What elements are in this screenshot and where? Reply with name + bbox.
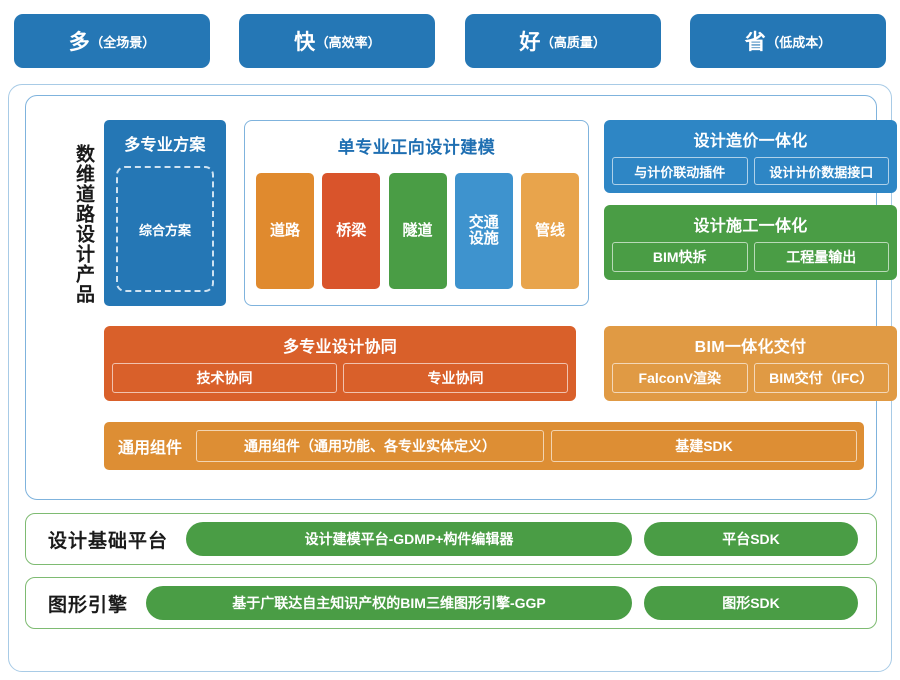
cost-integration-panel[interactable]: 设计造价一体化 与计价联动插件 设计计价数据接口 bbox=[604, 120, 897, 193]
banner-item-2-small: （高质量） bbox=[540, 34, 606, 50]
integration-column: 设计造价一体化 与计价联动插件 设计计价数据接口 设计施工一体化 BIM快拆 工… bbox=[604, 120, 897, 280]
common-components-chip-1[interactable]: 基建SDK bbox=[551, 430, 857, 462]
discipline-item-road[interactable]: 道路 bbox=[256, 173, 314, 289]
cost-integration-chip-1[interactable]: 设计计价数据接口 bbox=[753, 157, 889, 185]
discipline-item-tunnel[interactable]: 隧道 bbox=[388, 173, 447, 289]
mono-discipline-modeling-title: 单专业正向设计建模 bbox=[337, 138, 496, 157]
product-row-modeling: 多专业方案 综合方案 单专业正向设计建模 道路 桥梁 隧道 交通设施 管线 bbox=[104, 120, 897, 318]
design-collaboration-chips: 技术协同 专业协同 bbox=[112, 363, 568, 393]
common-components-label: 通用组件 bbox=[118, 440, 183, 457]
design-collaboration-title: 多专业设计协同 bbox=[282, 339, 398, 356]
discipline-list: 道路 桥梁 隧道 交通设施 管线 bbox=[256, 173, 579, 289]
design-platform-main-pill[interactable]: 设计建模平台-GDMP+构件编辑器 bbox=[186, 522, 632, 556]
banner-item-1-small: （高效率） bbox=[315, 34, 381, 50]
product-vertical-label: 数维道路设计产品 bbox=[73, 144, 94, 304]
banner-item-2-big: 好 bbox=[519, 31, 541, 54]
discipline-item-traffic-facility[interactable]: 交通设施 bbox=[454, 173, 513, 289]
banner-item-0-small: （全场景） bbox=[90, 34, 156, 50]
banner-item-3-big: 省 bbox=[744, 31, 767, 54]
graphics-engine-sdk-pill[interactable]: 图形SDK bbox=[644, 586, 858, 620]
multi-discipline-solution-box[interactable]: 多专业方案 综合方案 bbox=[104, 120, 226, 306]
construction-integration-panel[interactable]: 设计施工一体化 BIM快拆 工程量输出 bbox=[604, 205, 897, 280]
product-row-collaboration: 多专业设计协同 技术协同 专业协同 BIM一体化交付 FalconV渲染 BIM… bbox=[104, 326, 897, 410]
banner-item-0-big: 多 bbox=[68, 31, 91, 54]
design-collaboration-chip-1[interactable]: 专业协同 bbox=[343, 363, 568, 393]
discipline-item-pipeline[interactable]: 管线 bbox=[521, 173, 579, 289]
banner-item-3-small: （低成本） bbox=[766, 34, 832, 50]
mono-discipline-modeling-box: 单专业正向设计建模 道路 桥梁 隧道 交通设施 管线 bbox=[244, 120, 589, 306]
construction-integration-chip-1[interactable]: 工程量输出 bbox=[753, 242, 889, 272]
discipline-item-bridge[interactable]: 桥梁 bbox=[322, 173, 381, 289]
banner-item-0[interactable]: 多 （全场景） bbox=[14, 14, 210, 68]
value-proposition-banner: 多 （全场景） 快 （高效率） 好 （高质量） 省 （低成本） bbox=[0, 14, 900, 68]
bim-delivery-panel[interactable]: BIM一体化交付 FalconV渲染 BIM交付（IFC） bbox=[604, 326, 897, 401]
construction-integration-chips: BIM快拆 工程量输出 bbox=[612, 242, 889, 272]
design-collaboration-panel[interactable]: 多专业设计协同 技术协同 专业协同 bbox=[104, 326, 576, 401]
graphics-engine-label: 图形引擎 bbox=[48, 594, 129, 616]
comprehensive-solution-box[interactable]: 综合方案 bbox=[116, 166, 214, 292]
bim-delivery-chip-1[interactable]: BIM交付（IFC） bbox=[753, 363, 889, 393]
common-components-chip-0[interactable]: 通用组件（通用功能、各专业实体定义） bbox=[196, 430, 545, 462]
common-components-row[interactable]: 通用组件 通用组件（通用功能、各专业实体定义） 基建SDK bbox=[104, 422, 864, 470]
banner-item-1-big: 快 bbox=[294, 31, 316, 54]
bim-delivery-chips: FalconV渲染 BIM交付（IFC） bbox=[612, 363, 889, 393]
construction-integration-chip-0[interactable]: BIM快拆 bbox=[612, 242, 748, 272]
design-platform-sdk-pill[interactable]: 平台SDK bbox=[644, 522, 858, 556]
banner-item-3[interactable]: 省 （低成本） bbox=[689, 14, 886, 68]
cost-integration-chip-0[interactable]: 与计价联动插件 bbox=[612, 157, 748, 185]
bim-delivery-chip-0[interactable]: FalconV渲染 bbox=[612, 363, 748, 393]
graphics-engine-row: 图形引擎 基于广联达自主知识产权的BIM三维图形引擎-GGP 图形SDK bbox=[25, 577, 877, 629]
diagram-outer-container: 数维道路设计产品 多专业方案 综合方案 单专业正向设计建模 道路 桥梁 隧道 交… bbox=[8, 84, 897, 672]
design-platform-row: 设计基础平台 设计建模平台-GDMP+构件编辑器 平台SDK bbox=[25, 513, 877, 565]
design-collaboration-chip-0[interactable]: 技术协同 bbox=[112, 363, 337, 393]
banner-item-1[interactable]: 快 （高效率） bbox=[239, 14, 436, 68]
construction-integration-title: 设计施工一体化 bbox=[693, 218, 808, 235]
product-card: 数维道路设计产品 多专业方案 综合方案 单专业正向设计建模 道路 桥梁 隧道 交… bbox=[25, 95, 897, 500]
graphics-engine-main-pill[interactable]: 基于广联达自主知识产权的BIM三维图形引擎-GGP bbox=[146, 586, 632, 620]
cost-integration-chips: 与计价联动插件 设计计价数据接口 bbox=[612, 157, 889, 185]
bim-delivery-title: BIM一体化交付 bbox=[694, 339, 807, 356]
design-platform-label: 设计基础平台 bbox=[48, 530, 169, 552]
multi-discipline-solution-title: 多专业方案 bbox=[124, 137, 206, 154]
cost-integration-title: 设计造价一体化 bbox=[693, 133, 808, 150]
banner-item-2[interactable]: 好 （高质量） bbox=[464, 14, 661, 68]
